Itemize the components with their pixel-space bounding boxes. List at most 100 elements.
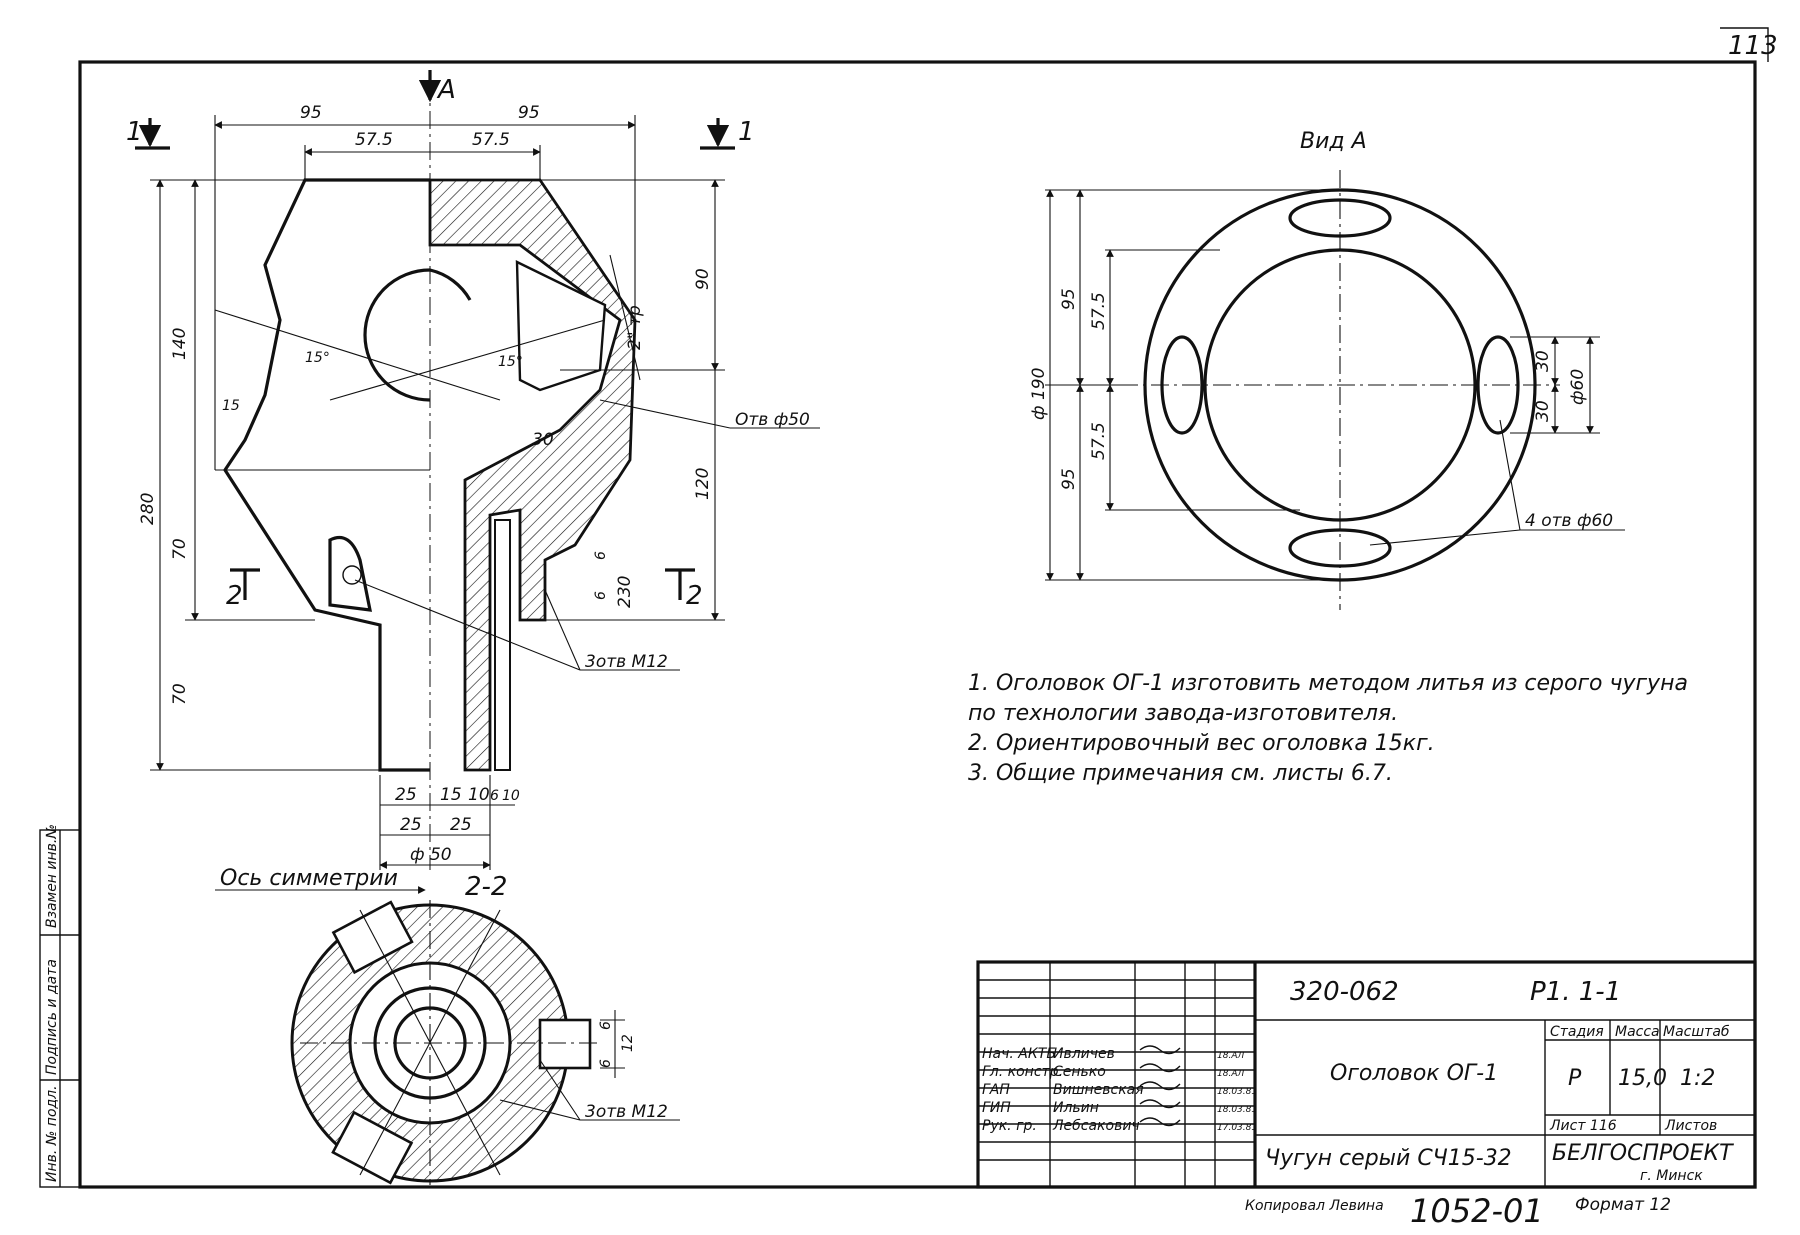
name-5: Лебсакович bbox=[1052, 1118, 1140, 1134]
org-name: БЕЛГОСПРОЕКТ bbox=[1552, 1141, 1734, 1166]
view-a-dim-95-top: 95 bbox=[1059, 288, 1079, 310]
dim-bottom-25: 25 bbox=[395, 785, 417, 805]
role-1: Нач. АКТБ bbox=[982, 1046, 1056, 1062]
note-3: 3. Общие примечания см. листы 6.7. bbox=[968, 761, 1393, 786]
name-2: Сенько bbox=[1053, 1064, 1106, 1080]
page-number: 113 bbox=[1728, 31, 1778, 61]
view-a: Вид А 95 57.5 57.5 95 ф 190 30 30 ф60 bbox=[1029, 129, 1625, 610]
dim-top-95-right: 95 bbox=[518, 103, 540, 123]
dim-left-15: 15 bbox=[222, 398, 240, 414]
notes: 1. Оголовок ОГ-1 изготовить методом лить… bbox=[968, 671, 1688, 786]
view-a-dim-30-bottom: 30 bbox=[1533, 400, 1553, 422]
section-2-marks: 2 2 bbox=[226, 568, 703, 611]
svg-text:2: 2 bbox=[226, 581, 243, 611]
side-stamp: Инв. № подл. Подпись и дата Взамен инв.№ bbox=[39, 824, 81, 1188]
role-4: ГИП bbox=[982, 1100, 1011, 1116]
dim-right-230: 230 bbox=[615, 576, 635, 608]
dim-top-57-left: 57.5 bbox=[355, 130, 393, 150]
sheet-frame bbox=[78, 60, 1757, 1189]
side-stamp-cell-2: Подпись и дата bbox=[44, 959, 60, 1075]
name-1: Ивличев bbox=[1053, 1046, 1115, 1062]
note-2: 2. Ориентировочный вес оголовка 15кг. bbox=[968, 731, 1435, 756]
col-stage: Стадия bbox=[1550, 1024, 1604, 1040]
dim-bottom-25-right: 25 bbox=[450, 815, 472, 835]
title-block: Нач. АКТБ Ивличев Гл. констр. Сенько ГАП… bbox=[976, 960, 1757, 1189]
front-view: 95 95 57.5 57.5 А 1 1 2 2 bbox=[126, 70, 820, 870]
view-a-dim-d60: ф60 bbox=[1568, 369, 1588, 405]
svg-text:1: 1 bbox=[126, 117, 143, 147]
dim-bottom-25-left: 25 bbox=[400, 815, 422, 835]
view-a-dim-95-bottom: 95 bbox=[1059, 468, 1079, 490]
sheet-code: Р1. 1-1 bbox=[1530, 977, 1621, 1007]
view-a-arrow-label: А bbox=[436, 75, 456, 105]
dim-left-280: 280 bbox=[138, 493, 158, 525]
date-2: 18.АЛ bbox=[1217, 1069, 1244, 1079]
section-dim-12: 12 bbox=[620, 1034, 636, 1052]
label-holes-m12: 3отв М12 bbox=[585, 652, 668, 672]
dim-top-57-right: 57.5 bbox=[472, 130, 510, 150]
section-title: 2-2 bbox=[465, 872, 507, 902]
org-city: г. Минск bbox=[1640, 1168, 1703, 1184]
dim-bottom-10: 10 bbox=[468, 785, 490, 805]
label-hole-50: Отв ф50 bbox=[735, 410, 810, 430]
footer-number: 1052-01 bbox=[1410, 1192, 1544, 1230]
view-a-dim-57-top: 57.5 bbox=[1089, 292, 1109, 330]
svg-text:2: 2 bbox=[686, 581, 703, 611]
view-a-holes-label: 4 отв ф60 bbox=[1525, 511, 1613, 531]
section-1-marks: 1 1 bbox=[126, 117, 755, 150]
sheet-label: Лист 116 bbox=[1549, 1118, 1617, 1134]
role-3: ГАП bbox=[982, 1082, 1010, 1098]
name-4: Ильин bbox=[1053, 1100, 1099, 1116]
date-5: 17.03.81 bbox=[1217, 1123, 1257, 1133]
dim-bottom-15: 15 bbox=[440, 785, 462, 805]
note-1-cont: по технологии завода-изготовителя. bbox=[968, 701, 1398, 726]
col-mass: Масса bbox=[1615, 1024, 1660, 1040]
scale-value: 1:2 bbox=[1680, 1066, 1715, 1091]
dim-right-6-b: 6 bbox=[593, 591, 609, 600]
svg-text:1: 1 bbox=[738, 117, 755, 147]
dim-right-90: 90 bbox=[693, 268, 713, 290]
dim-left-70-upper: 70 bbox=[170, 538, 190, 560]
name-3: Вишневская bbox=[1053, 1082, 1144, 1098]
dim-right-120: 120 bbox=[693, 468, 713, 500]
role-2: Гл. констр. bbox=[982, 1064, 1063, 1080]
section-label-holes-m12: 3отв М12 bbox=[585, 1102, 668, 1122]
view-a-diameter: ф 190 bbox=[1029, 368, 1049, 420]
stage-value: Р bbox=[1568, 1066, 1582, 1091]
side-stamp-cell-3: Взамен инв.№ bbox=[44, 824, 60, 928]
footer-format: Формат 12 bbox=[1575, 1195, 1671, 1215]
axis-label: Ось симметрии bbox=[220, 866, 398, 891]
view-a-title: Вид А bbox=[1300, 129, 1367, 154]
view-a-dim-30-top: 30 bbox=[1533, 350, 1553, 372]
dim-right-6-a: 6 bbox=[593, 551, 609, 560]
sheets-label: Листов bbox=[1664, 1118, 1717, 1134]
date-3: 18.03.81 bbox=[1217, 1087, 1257, 1097]
footer: Копировал Левина 1052-01 Формат 12 bbox=[1245, 1192, 1671, 1230]
role-5: Рук. гр. bbox=[982, 1118, 1037, 1134]
col-scale: Масштаб bbox=[1663, 1024, 1730, 1040]
dim-left-70-lower: 70 bbox=[170, 683, 190, 705]
dim-top-95-left: 95 bbox=[300, 103, 322, 123]
angle-15-right: 15° bbox=[498, 354, 523, 370]
dim-left-140: 140 bbox=[170, 328, 190, 360]
dim-bottom-10b: 10 bbox=[502, 788, 520, 804]
dim-bottom-d50: ф 50 bbox=[410, 845, 452, 865]
section-2-2-view: 2-2 Ось симметрии 6 6 12 3отв М12 bbox=[215, 866, 680, 1185]
section-dim-6-a: 6 bbox=[598, 1021, 614, 1030]
date-1: 18.АЛ bbox=[1217, 1051, 1244, 1061]
note-1: 1. Оголовок ОГ-1 изготовить методом лить… bbox=[968, 671, 1688, 696]
mass-value: 15,0 bbox=[1618, 1066, 1667, 1091]
part-name: Оголовок ОГ-1 bbox=[1330, 1061, 1498, 1086]
dim-bottom-6: 6 bbox=[490, 788, 499, 804]
front-view-hatched-half bbox=[428, 178, 637, 772]
section-dim-6-b: 6 bbox=[598, 1059, 614, 1068]
angle-15-left: 15° bbox=[305, 350, 330, 366]
front-view-outline bbox=[223, 178, 430, 772]
label-rib-30: 30 bbox=[532, 430, 554, 450]
material: Чугун серый СЧ15-32 bbox=[1265, 1146, 1512, 1171]
side-stamp-cell-1: Инв. № подл. bbox=[44, 1085, 60, 1182]
thread-label: 2" тр bbox=[625, 305, 645, 350]
doc-code: 320-062 bbox=[1290, 977, 1399, 1007]
date-4: 18.03.81 bbox=[1217, 1105, 1257, 1115]
